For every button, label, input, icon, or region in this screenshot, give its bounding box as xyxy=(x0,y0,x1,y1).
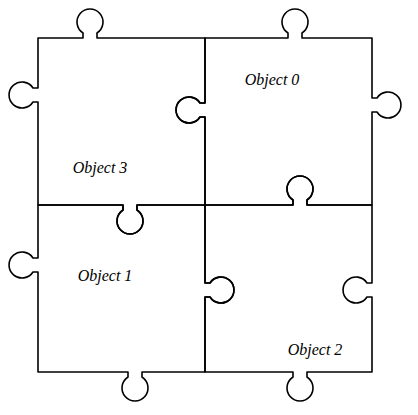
piece-border xyxy=(9,205,234,401)
puzzle-outline xyxy=(4,171,239,406)
puzzle-outline xyxy=(4,4,239,239)
piece-label: Object 0 xyxy=(245,71,300,89)
puzzle-piece: Object 0 xyxy=(171,4,406,239)
piece-label: Object 3 xyxy=(73,159,128,177)
puzzle-piece: Object 3 xyxy=(4,4,239,239)
piece-border xyxy=(9,9,205,234)
puzzle-outline xyxy=(171,171,406,406)
piece-border xyxy=(205,176,372,401)
piece-label: Object 1 xyxy=(78,267,133,285)
puzzle-piece: Object 1 xyxy=(4,171,239,406)
puzzle-piece: Object 2 xyxy=(171,171,406,406)
piece-label: Object 2 xyxy=(288,341,343,359)
piece-border xyxy=(176,9,401,205)
puzzle-outline xyxy=(171,4,406,239)
